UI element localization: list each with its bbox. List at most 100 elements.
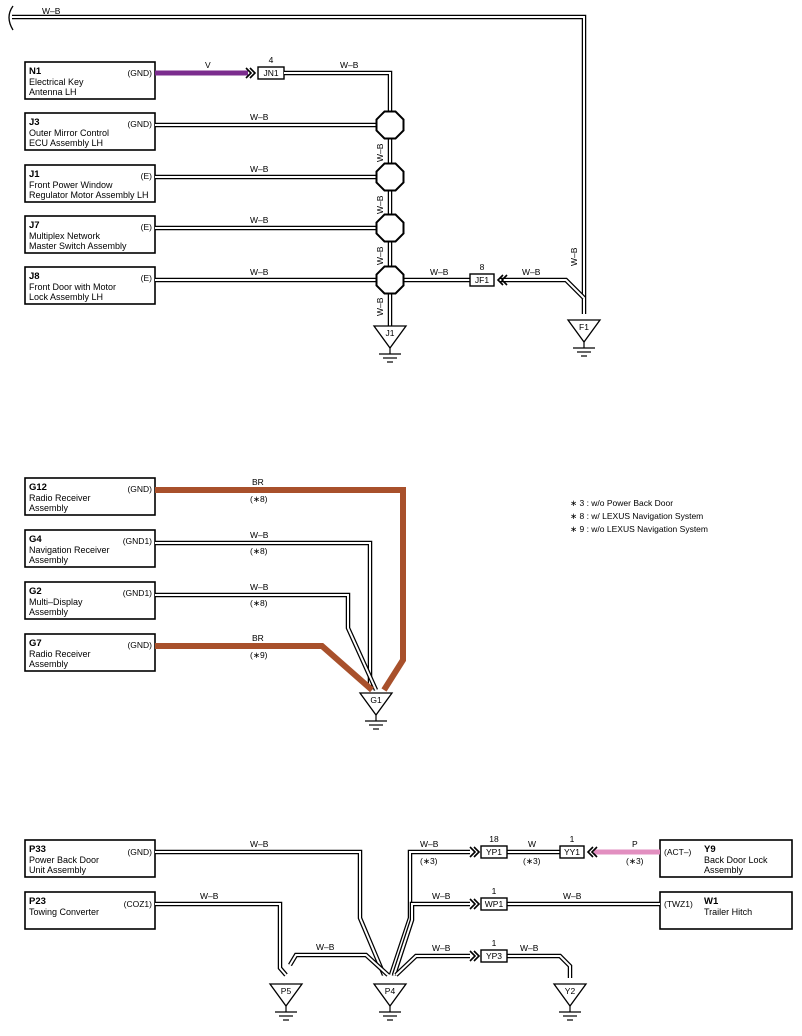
svg-text:Front Door with Motor: Front Door with Motor <box>29 282 116 292</box>
wire-label-yp3-left: W–B <box>432 943 451 953</box>
svg-text:Antenna LH: Antenna LH <box>29 87 77 97</box>
svg-text:P5: P5 <box>281 986 292 996</box>
svg-text:Assembly: Assembly <box>29 659 69 669</box>
wire-label-j8: W–B <box>250 267 269 277</box>
wire-g7-brown <box>155 643 374 693</box>
svg-text:J1: J1 <box>29 169 40 180</box>
svg-text:(GND1): (GND1) <box>123 536 152 546</box>
svg-text:JF1: JF1 <box>475 275 489 285</box>
wire-label-yp3-right: W–B <box>520 943 539 953</box>
component-g2: G2 Multi–Display Assembly (GND1) <box>24 581 156 620</box>
svg-text:YP1: YP1 <box>486 847 502 857</box>
component-w1: W1 Trailer Hitch (TWZ1) <box>659 891 793 930</box>
component-j7: J7 Multiplex Network Master Switch Assem… <box>24 215 156 254</box>
wire-label-top: W–B <box>42 6 61 16</box>
svg-text:F1: F1 <box>579 322 589 332</box>
ground-y2: Y2 <box>552 983 588 1021</box>
note-g12: (∗8) <box>250 494 268 504</box>
wire-label-wp1-left: W–B <box>432 891 451 901</box>
svg-text:Back Door Lock: Back Door Lock <box>704 855 768 865</box>
svg-text:(COZ1): (COZ1) <box>124 899 153 909</box>
component-n1: N1 Electrical Key Antenna LH (GND) <box>24 61 156 100</box>
ground-p5: P5 <box>268 983 304 1021</box>
wire-label-jf1-right: W–B <box>522 267 541 277</box>
svg-text:J7: J7 <box>29 220 40 231</box>
svg-text:JN1: JN1 <box>263 68 278 78</box>
svg-text:1: 1 <box>492 938 497 948</box>
junction-j1 <box>375 162 405 192</box>
wire-label-yy1-right: P <box>632 839 638 849</box>
svg-text:Lock Assembly LH: Lock Assembly LH <box>29 292 103 302</box>
svg-text:Assembly: Assembly <box>29 607 69 617</box>
svg-text:(GND): (GND) <box>127 640 152 650</box>
wire-label-vertical-f1: W–B <box>569 247 579 266</box>
svg-text:(GND1): (GND1) <box>123 588 152 598</box>
svg-text:YP3: YP3 <box>486 951 502 961</box>
note-g4: (∗8) <box>250 546 268 556</box>
connector-jn1-pin: 4 <box>269 55 274 65</box>
svg-text:Electrical Key: Electrical Key <box>29 77 84 87</box>
component-j8: J8 Front Door with Motor Lock Assembly L… <box>24 266 156 305</box>
svg-text:Assembly: Assembly <box>29 503 69 513</box>
svg-text:G12: G12 <box>29 482 47 493</box>
svg-text:J3: J3 <box>29 117 40 128</box>
wire-top-f1 <box>12 14 587 314</box>
svg-text:Towing Converter: Towing Converter <box>29 907 99 917</box>
svg-text:J1: J1 <box>386 328 395 338</box>
component-p33: P33 Power Back Door Unit Assembly (GND) <box>24 839 156 878</box>
note-g7: (∗9) <box>250 650 268 660</box>
svg-text:Assembly: Assembly <box>704 865 744 875</box>
wire-label-vertical-1: W–B <box>375 143 385 162</box>
svg-text:N1: N1 <box>29 66 42 77</box>
svg-text:Unit Assembly: Unit Assembly <box>29 865 87 875</box>
junction-j7 <box>375 213 405 243</box>
connector-yp3: YP3 1 <box>469 938 508 963</box>
wire-g12-brown <box>155 487 406 692</box>
svg-text:G4: G4 <box>29 534 42 545</box>
note-yp1-mid: (∗3) <box>523 856 541 866</box>
section-3-rear-grounds: P33 Power Back Door Unit Assembly (GND) … <box>24 834 793 1021</box>
svg-text:Radio Receiver: Radio Receiver <box>29 649 91 659</box>
connector-wp1: WP1 1 <box>469 886 508 911</box>
wire-label-g12: BR <box>252 477 264 487</box>
connector-yp1: YP1 18 <box>469 834 508 859</box>
svg-text:W1: W1 <box>704 896 719 907</box>
component-y9: Y9 Back Door Lock Assembly (ACT–) <box>659 839 793 878</box>
wire-label-vertical-2: W–B <box>375 195 385 214</box>
wire-label-p33: W–B <box>250 839 269 849</box>
svg-text:1: 1 <box>570 834 575 844</box>
note-g2: (∗8) <box>250 598 268 608</box>
svg-text:Assembly: Assembly <box>29 555 69 565</box>
component-p23: P23 Towing Converter (COZ1) <box>24 891 156 930</box>
ground-f1: F1 <box>566 319 602 357</box>
svg-text:Power Back Door: Power Back Door <box>29 855 99 865</box>
wire-label-jn1-out: W–B <box>340 60 359 70</box>
svg-text:Y9: Y9 <box>704 844 716 855</box>
wire-label-g2: W–B <box>250 582 269 592</box>
section-1-front-door-grounds: W–B N1 Electrical Key Antenna LH (GND) J… <box>8 5 602 363</box>
svg-text:G7: G7 <box>29 638 42 649</box>
ground-j1: J1 <box>372 325 408 363</box>
svg-text:P23: P23 <box>29 896 46 907</box>
connector-jf1 <box>469 273 495 287</box>
note-yp1-left: (∗3) <box>420 856 438 866</box>
wire-label-g7: BR <box>252 633 264 643</box>
svg-text:(E): (E) <box>141 273 153 283</box>
svg-text:P4: P4 <box>385 986 396 996</box>
wire-label-jf1-left: W–B <box>430 267 449 277</box>
svg-text:(E): (E) <box>141 171 153 181</box>
component-g4: G4 Navigation Receiver Assembly (GND1) <box>24 529 156 568</box>
svg-text:18: 18 <box>489 834 499 844</box>
wire-label-g4: W–B <box>250 530 269 540</box>
connector-yy1: YY1 1 <box>559 834 598 859</box>
wire-label-j3: W–B <box>250 112 269 122</box>
wire-label-n1: V <box>205 60 211 70</box>
note-yy1-right: (∗3) <box>626 856 644 866</box>
note-8: ∗ 8 : w/ LEXUS Navigation System <box>570 511 703 521</box>
svg-text:ECU Assembly LH: ECU Assembly LH <box>29 138 103 148</box>
svg-text:P33: P33 <box>29 844 46 855</box>
svg-text:(GND): (GND) <box>127 119 152 129</box>
note-3: ∗ 3 : w/o Power Back Door <box>570 498 673 508</box>
svg-text:Master Switch Assembly: Master Switch Assembly <box>29 241 127 251</box>
